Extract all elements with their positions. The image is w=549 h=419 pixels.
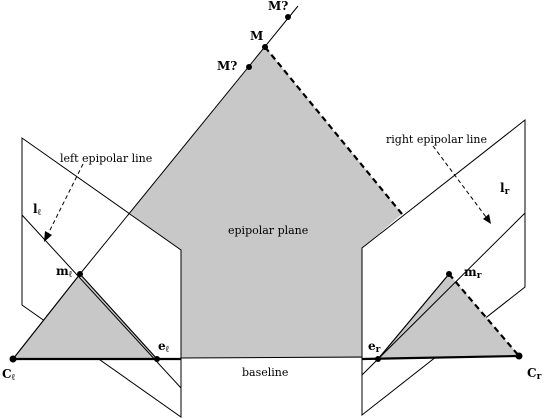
ray-left-camera-to-m (79, 5, 299, 275)
label-epipolar-plane: epipolar plane (228, 224, 308, 237)
right-image-plane (361, 118, 526, 417)
baseline-thick-right (361, 354, 520, 361)
label-c-right: Cr (527, 366, 542, 382)
point-m-question-mid (246, 64, 252, 70)
left-camera-triangle (11, 273, 159, 360)
right-epipolar-pointer (432, 145, 487, 218)
right-triangle-left-edge (377, 273, 450, 360)
label-m: M (250, 29, 263, 43)
label-e-right: er (368, 339, 381, 355)
point-el (154, 356, 160, 362)
left-epipolar-arrowhead (44, 231, 52, 242)
point-m (262, 44, 268, 50)
right-epipolar-line (361, 212, 526, 376)
baseline-thin-middle (180, 356, 363, 359)
right-epipolar-arrowhead (483, 214, 491, 224)
label-c-left: Cℓ (2, 367, 16, 383)
point-ml (77, 271, 83, 277)
left-image-plane (21, 137, 182, 418)
epipolar-plane-region (130, 47, 402, 358)
label-baseline: baseline (242, 366, 288, 379)
point-cl (9, 355, 17, 363)
right-camera-triangle (378, 274, 519, 359)
label-m-question-mid: M? (217, 59, 237, 73)
point-mr (446, 271, 452, 277)
left-epipolar-pointer (47, 163, 84, 235)
point-cr (515, 352, 523, 360)
label-l-right: lr (500, 181, 510, 197)
label-l-left: lℓ (33, 202, 42, 218)
right-triangle-dashed-edge (448, 273, 520, 357)
label-m-right: mr (464, 265, 482, 281)
ray-m-to-right-image (264, 46, 403, 215)
point-er (375, 356, 381, 362)
label-m-question-top: M? (268, 0, 288, 13)
point-m-question-top (285, 14, 291, 20)
label-right-epipolar-line: right epipolar line (386, 133, 487, 146)
label-m-left: mℓ (56, 264, 73, 280)
left-epipolar-line (21, 214, 182, 389)
label-left-epipolar-line: left epipolar line (60, 152, 152, 165)
label-e-left: eℓ (158, 339, 170, 355)
